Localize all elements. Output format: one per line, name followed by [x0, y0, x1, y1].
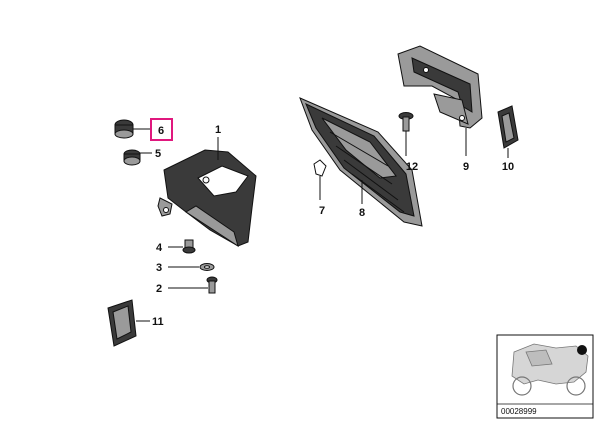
callout-3[interactable]: 3	[156, 262, 162, 274]
part-7-clip[interactable]	[313, 159, 327, 177]
part-2-bolt[interactable]	[206, 276, 218, 294]
callout-8[interactable]: 8	[359, 207, 365, 219]
callout-1[interactable]: 1	[215, 124, 221, 136]
part-11-reflector[interactable]	[107, 299, 137, 347]
callout-5[interactable]: 5	[155, 148, 161, 160]
part-5-grommet[interactable]	[123, 149, 141, 166]
location-marker	[577, 345, 587, 355]
callout-11[interactable]: 11	[152, 316, 164, 328]
part-8-plate-holder[interactable]	[299, 97, 423, 227]
part-12-screw[interactable]	[398, 112, 414, 132]
callout-10[interactable]: 10	[502, 161, 514, 173]
part-4-plug[interactable]	[182, 239, 196, 254]
callout-12[interactable]: 12	[406, 161, 418, 173]
part-3-washer[interactable]	[199, 263, 215, 271]
callout-6[interactable]: 6	[158, 125, 164, 137]
callout-7[interactable]: 7	[319, 205, 325, 217]
callout-9[interactable]: 9	[463, 161, 469, 173]
callout-6-highlight	[150, 118, 173, 141]
part-1-cover[interactable]	[157, 149, 257, 248]
part-9-bracket[interactable]	[397, 45, 483, 129]
motorcycle-thumbnail: 00028999	[496, 334, 594, 419]
part-6-cap[interactable]	[114, 119, 134, 139]
callout-2[interactable]: 2	[156, 283, 162, 295]
part-10-reflector[interactable]	[497, 105, 519, 149]
callout-4[interactable]: 4	[156, 242, 163, 254]
thumbnail-code: 00028999	[501, 407, 537, 416]
